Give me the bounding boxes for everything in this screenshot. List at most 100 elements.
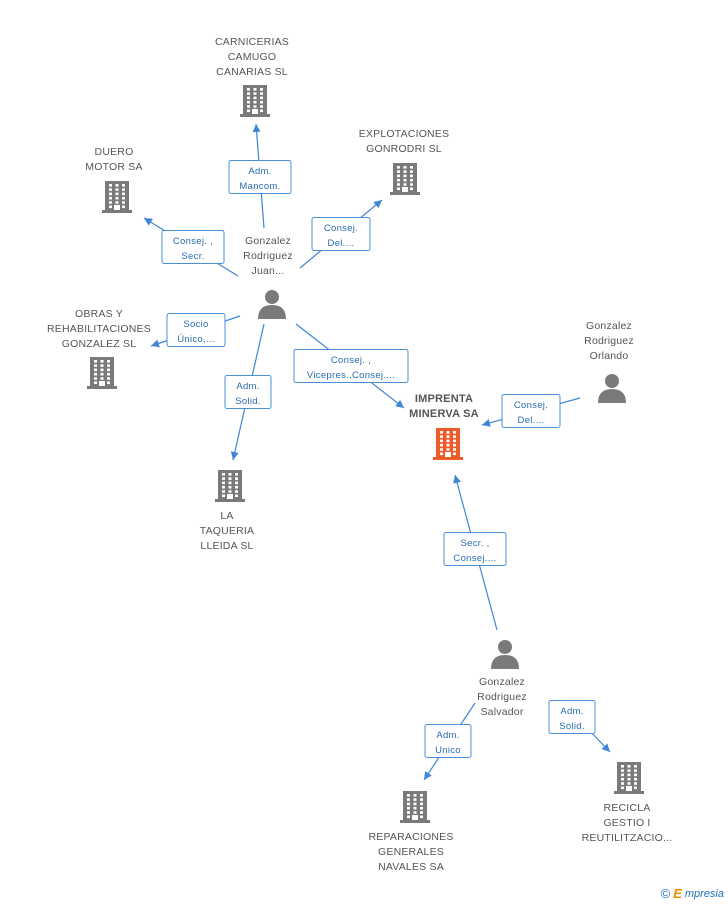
node-label: RECICLA	[604, 802, 651, 814]
arrowhead	[252, 124, 261, 133]
node-label: MOTOR SA	[85, 161, 142, 173]
edge-label-box[interactable]	[293, 349, 409, 383]
node-juan[interactable]: GonzalezRodriguezJuan...	[243, 235, 293, 319]
edge-label-text: Vicepres.,Consej....	[307, 370, 395, 381]
node-label: Gonzalez	[479, 676, 525, 688]
node-label: EXPLOTACIONES	[359, 128, 450, 140]
edge-label-text: Consej....	[453, 553, 496, 564]
node-obras[interactable]: OBRAS Y REHABILITACIONES GONZALEZ SL	[47, 308, 151, 389]
edge-label-text: Consej. ,	[173, 236, 213, 247]
node-taqueria[interactable]: LA TAQUERIA LLEIDA SL	[200, 470, 255, 552]
edge-label-text: Consej.	[324, 223, 358, 234]
person-icon	[598, 374, 626, 403]
edge-juan-to-taqueria[interactable]: Adm. Solid.	[224, 323, 272, 461]
edge-label-text: Solid.	[235, 396, 261, 407]
node-label: LLEIDA SL	[200, 540, 253, 552]
node-label: Juan...	[252, 265, 285, 277]
edge-label-box[interactable]	[443, 532, 507, 566]
edge-label-text: Consej. ,	[331, 355, 371, 366]
node-label: OBRAS Y	[75, 308, 123, 320]
building-icon	[215, 470, 245, 502]
arrowhead	[395, 399, 404, 408]
node-label: TAQUERIA	[200, 525, 255, 537]
node-label: Salvador	[480, 706, 523, 718]
node-label: LA	[220, 510, 233, 522]
edge-label-box[interactable]	[166, 313, 226, 347]
edge-label-text: Adm.	[236, 381, 259, 392]
edge-label-box[interactable]	[161, 230, 225, 264]
edge-label-text: Socio	[183, 319, 208, 330]
node-recicla[interactable]: RECICLA GESTIO I REUTILITZACIO...	[582, 762, 673, 844]
node-label: GONRODRI SL	[366, 143, 442, 155]
node-label: Rodriguez	[243, 250, 293, 262]
edge-label-text: Unico	[435, 745, 461, 756]
building-icon	[614, 762, 644, 794]
arrowhead	[424, 771, 432, 780]
brand-initial: E	[673, 886, 682, 901]
node-label: REPARACIONES	[368, 831, 453, 843]
building-icon	[87, 357, 117, 389]
person-icon	[258, 290, 286, 319]
copyright-icon: ©	[660, 886, 671, 901]
node-label: CANARIAS SL	[216, 66, 288, 78]
edge-juan-to-explotaciones[interactable]: Consej. Del....	[299, 199, 383, 269]
arrowhead	[482, 419, 491, 427]
arrowhead	[601, 743, 610, 752]
node-label: NAVALES SA	[378, 861, 444, 873]
node-label: REUTILITZACIO...	[582, 832, 673, 844]
node-label: Orlando	[590, 350, 629, 362]
edge-salvador-to-recicla[interactable]: Adm. Solid.	[548, 699, 611, 753]
building-icon	[433, 428, 463, 460]
edge-label-text: Del....	[328, 238, 355, 249]
edge-juan-to-duero[interactable]: Consej. ,Secr.	[143, 217, 239, 277]
edge-label-box[interactable]	[548, 700, 596, 734]
building-icon	[400, 791, 430, 823]
node-label: DUERO	[95, 146, 134, 158]
node-label: GONZALEZ SL	[62, 338, 137, 350]
building-icon	[102, 181, 132, 213]
edge-label-text: Solid.	[559, 721, 585, 732]
arrowhead	[453, 475, 461, 484]
edge-juan-to-carnicerias[interactable]: Adm. Mancom.	[228, 123, 292, 229]
edge-salvador-to-imprenta[interactable]: Secr. , Consej....	[443, 474, 507, 631]
node-label: Rodriguez	[584, 335, 634, 347]
node-label: GENERALES	[378, 846, 444, 858]
person-icon	[491, 640, 519, 669]
node-explotaciones[interactable]: EXPLOTACIONES GONRODRI SL	[359, 128, 450, 195]
edge-salvador-to-reparaciones[interactable]: Adm. Unico	[423, 702, 476, 781]
edge-label-text: Mancom.	[239, 181, 280, 192]
node-label: MINERVA SA	[409, 408, 479, 420]
edge-label-box[interactable]	[228, 160, 292, 194]
node-label: REHABILITACIONES	[47, 323, 151, 335]
edge-orlando-to-imprenta[interactable]: Consej. Del....	[481, 394, 581, 428]
edge-label-text: Consej.	[514, 400, 548, 411]
edge-label-text: Secr. ,	[460, 538, 489, 549]
edge-label-text: Del....	[518, 415, 545, 426]
edge-label-text: Adm.	[248, 166, 271, 177]
edge-label-box[interactable]	[501, 394, 561, 428]
edge-label-text: Adm.	[436, 730, 459, 741]
node-label: Gonzalez	[245, 235, 291, 247]
edge-label-text: Adm.	[560, 706, 583, 717]
edge-juan-to-obras[interactable]: SocioÚnico,...	[150, 313, 241, 348]
edge-juan-to-imprenta[interactable]: Consej. , Vicepres.,Consej....	[293, 323, 409, 409]
node-label: CARNICERIAS	[215, 36, 289, 48]
node-reparaciones[interactable]: REPARACIONES GENERALES NAVALES SA	[368, 791, 453, 873]
edge-label-box[interactable]	[424, 724, 472, 758]
node-duero[interactable]: DUERO MOTOR SA	[85, 146, 143, 213]
arrowhead	[151, 339, 160, 348]
node-label: Gonzalez	[586, 320, 632, 332]
arrowhead	[230, 451, 239, 460]
edge-label-box[interactable]	[311, 217, 371, 251]
brand-name: mpresia	[684, 887, 724, 900]
edge-label-box[interactable]	[224, 375, 272, 409]
node-label: GESTIO I	[603, 817, 650, 829]
node-carnicerias[interactable]: CARNICERIAS CAMUGO CANARIAS SL	[215, 36, 289, 117]
node-label: CAMUGO	[228, 51, 276, 63]
node-label: Rodriguez	[477, 691, 527, 703]
